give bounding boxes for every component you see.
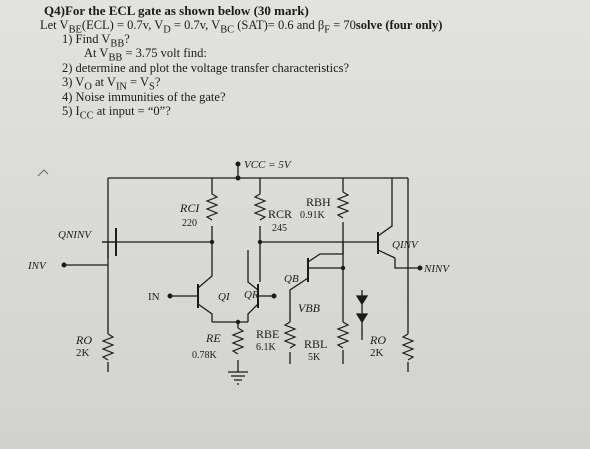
re-value: 0.78K [192,350,218,361]
junction-dots [61,161,423,325]
ninv-label: NINV [423,263,450,275]
rbe-label: RBE [256,327,279,341]
rcr-value: 245 [272,223,287,234]
inv-terminal-dot [61,262,67,268]
in-label: IN [148,291,160,303]
ro-left-label: RO [75,333,92,347]
item-at: At VBB = 3.75 volt find: [84,46,207,64]
qninv-label: QNINV [58,229,92,241]
rbl-value: 5K [308,352,321,363]
given-values: Let VBE(ECL) = 0.7v, VD = 0.7v, VBC (SAT… [40,18,443,36]
vcc-label: VCC = 5V [244,159,292,171]
ro-left-value: 2K [76,347,90,359]
item-5: 5) ICC at input = “0”? [62,104,171,122]
circuit-labels: VCC = 5V RCI 220 RCR 245 RBH 0.91K QNINV… [27,159,450,363]
ro-right-label: RO [369,333,386,347]
inv-label: INV [27,260,47,272]
re-resistor [231,327,245,355]
rci-resistor [205,193,219,221]
item-2: 2) determine and plot the voltage transf… [62,61,350,75]
rbh-value: 0.91K [300,210,326,221]
pencil-mark [37,169,49,177]
in-terminal-dot [167,293,173,299]
qi-label: QI [218,291,231,303]
rcr-label: RCR [268,207,292,221]
item-4: 4) Noise immunities of the gate? [62,90,226,104]
rbh-resistor [336,191,350,219]
rbe-resistor [283,321,297,349]
item-1: 1) Find VBB? [62,32,130,50]
rbl-label: RBL [304,337,327,351]
rci-label: RCI [179,201,200,215]
rbe-value: 6.1K [256,342,277,353]
vbb-label: VBB [298,301,321,315]
qr-label: QR [244,289,259,301]
ro-left-resistor [101,333,115,361]
rbl-resistor [336,321,350,349]
question-title: Q4)For the ECL gate as shown below (30 m… [44,3,309,18]
resistors [101,191,415,361]
rbh-label: RBH [306,195,331,209]
re-label: RE [205,331,221,345]
rci-value: 220 [182,218,197,229]
rcr-resistor [253,193,267,221]
ninv-terminal-dot [417,265,423,271]
ro-right-value: 2K [370,347,384,359]
qb-label: QB [284,273,299,285]
item-3: 3) VO at VIN = VS? [62,75,161,93]
circuit-wires [64,164,420,385]
question-text: Q4)For the ECL gate as shown below (30 m… [0,0,590,125]
ro-right-resistor [401,333,415,361]
qinv-label: QINV [392,239,419,251]
